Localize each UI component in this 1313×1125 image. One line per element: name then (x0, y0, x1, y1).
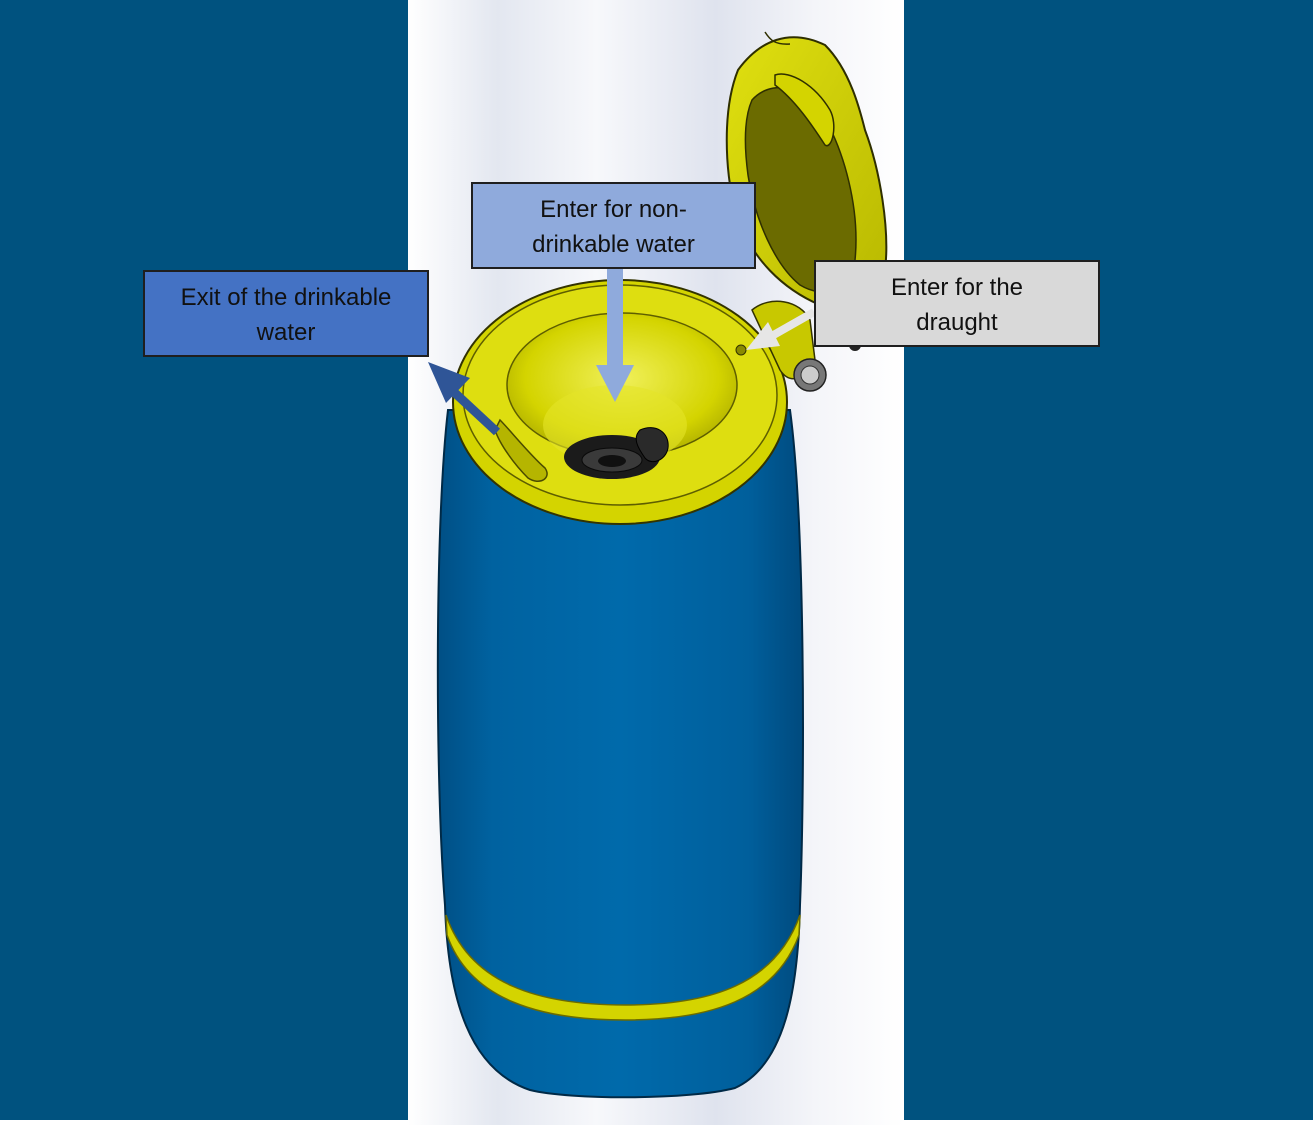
draught-label-line2: draught (916, 309, 998, 336)
top-collar (452, 279, 788, 525)
right-background-panel (904, 0, 1313, 1120)
exit-drinkable-water-label: Exit of the drinkable water (143, 270, 429, 357)
exit-label-line2: water (256, 319, 316, 346)
draught-label-line1: Enter for the (890, 274, 1024, 301)
enter-water-label-line2: drinkable water (532, 231, 695, 258)
arrow-exit (428, 362, 501, 436)
enter-water-label-line1: Enter for non- (540, 196, 687, 223)
enter-non-drinkable-water-label: Enter for non- drinkable water (471, 182, 756, 269)
left-background-panel (0, 0, 408, 1120)
device-body (436, 409, 804, 1099)
enter-draught-label: Enter for the draught (814, 260, 1100, 347)
arrow-enter-water (596, 269, 634, 402)
exit-label-line1: Exit of the drinkable (180, 284, 392, 311)
open-lid (725, 31, 888, 311)
arrow-draught (746, 308, 816, 350)
